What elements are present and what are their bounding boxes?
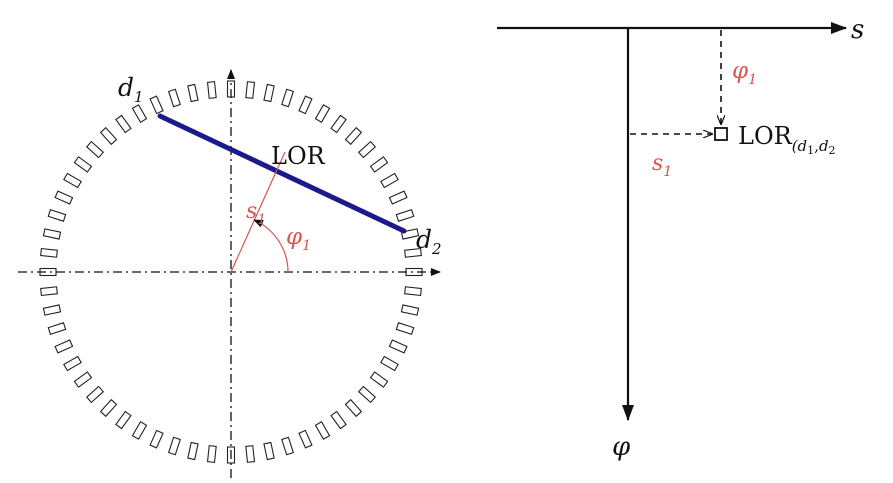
detector-element [149, 429, 164, 449]
detector-element [344, 126, 363, 146]
detector-element [400, 304, 420, 316]
detector-element [187, 441, 199, 461]
phi1-marker-label: φ1 [732, 58, 757, 88]
detector-element [245, 445, 256, 463]
detector-ring [39, 80, 423, 464]
detector-element [115, 114, 132, 134]
detector-element [380, 355, 399, 372]
detector-element [330, 410, 347, 430]
detector-d2-label: d2 [416, 225, 442, 258]
detector-element [54, 339, 74, 354]
detector-element [85, 385, 105, 404]
phi-axis-label: φ [612, 432, 631, 462]
s1-marker-label: s1 [652, 151, 672, 180]
detector-element [357, 140, 377, 159]
detector-element [369, 371, 389, 388]
detector-element [47, 208, 67, 222]
lor-label: LOR [271, 142, 326, 170]
lor-point-label: LOR(d1,d2 [738, 122, 836, 157]
detector-element [167, 436, 181, 456]
detector-element [115, 410, 132, 430]
detector-element [40, 286, 58, 297]
detector-element [395, 322, 415, 336]
phi1-angle-arc [253, 219, 289, 273]
detector-element [330, 114, 347, 134]
detector-element [404, 286, 422, 297]
detector-d1-label: d1 [118, 73, 144, 106]
detector-element [131, 104, 148, 123]
detector-element [395, 208, 415, 222]
detector-element [281, 436, 295, 456]
detector-element [47, 322, 67, 336]
detector-element [404, 247, 422, 258]
detector-element [380, 172, 399, 189]
detector-element [73, 156, 93, 173]
detector-element [131, 421, 148, 440]
detector-element [344, 398, 363, 418]
detector-element [298, 429, 313, 449]
detector-element [40, 247, 58, 258]
detector-element [206, 445, 217, 463]
detector-element [263, 441, 275, 461]
detector-element [187, 83, 199, 103]
lor-point-marker [714, 127, 728, 141]
detector-element [357, 385, 377, 404]
detector-element [99, 126, 118, 146]
s1-perpendicular-line [230, 151, 286, 273]
lor-line [157, 113, 407, 234]
detector-element [63, 172, 82, 189]
detector-element [245, 81, 256, 99]
detector-element [263, 83, 275, 103]
detector-element [369, 156, 389, 173]
s-axis-label: s [851, 15, 864, 45]
detector-element [314, 421, 331, 440]
phi1-label: φ1 [286, 224, 311, 254]
detector-element [149, 95, 164, 115]
detector-element [206, 81, 217, 99]
detector-element [99, 398, 118, 418]
s1-label: s1 [246, 199, 266, 228]
detector-element [63, 355, 82, 372]
detector-element [42, 304, 62, 316]
left-panel: d1 d2 LOR s1 φ1 [18, 69, 442, 478]
detector-element [54, 190, 74, 205]
detector-element [314, 104, 331, 123]
right-panel: s φ φ1 s1 LOR(d1,d2 [497, 15, 864, 462]
detector-element [167, 88, 181, 108]
detector-element [73, 371, 93, 388]
detector-element [281, 88, 295, 108]
detector-element [42, 228, 62, 240]
detector-element [388, 339, 408, 354]
detector-element [85, 140, 105, 159]
detector-element [298, 95, 313, 115]
detector-element [388, 190, 408, 205]
